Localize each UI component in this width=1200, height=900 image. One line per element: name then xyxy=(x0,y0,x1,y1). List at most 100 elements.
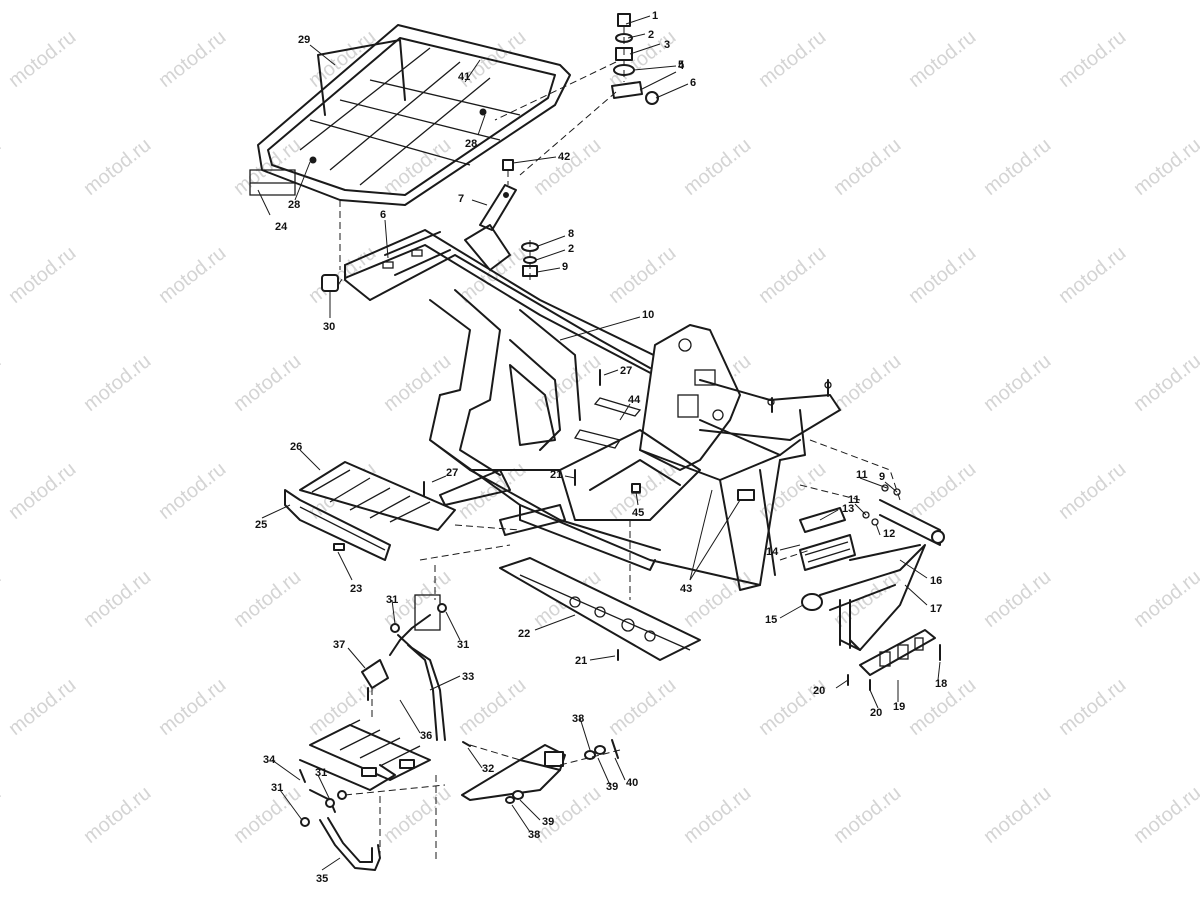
callout-44: 44 xyxy=(628,394,641,406)
watermark-text: motod.ru xyxy=(80,566,156,632)
rear-rack xyxy=(249,24,571,206)
callout-31-upper-left: 31 xyxy=(386,594,398,606)
watermark-text: motod.ru xyxy=(5,674,81,740)
watermark-text: motod.ru xyxy=(1055,458,1131,524)
callout-6: 6 xyxy=(690,77,696,89)
callout-31-upper-right: 31 xyxy=(457,639,469,651)
callout-17: 17 xyxy=(930,603,942,615)
callout-leaders xyxy=(257,44,941,871)
callout-31-mid: 31 xyxy=(315,767,327,779)
watermark-text: motod.ru xyxy=(80,350,156,416)
watermark-text: motod.ru xyxy=(230,134,306,200)
callout-11-lower: 11 xyxy=(848,494,860,506)
callout-6-frame: 6 xyxy=(380,209,386,221)
mount-hardware-stack xyxy=(494,13,689,176)
watermark-text: motod.ru xyxy=(455,674,531,740)
callout-45: 45 xyxy=(632,507,644,519)
callout-42: 42 xyxy=(558,151,570,163)
watermark-text: motod.ru xyxy=(755,674,831,740)
callout-14: 14 xyxy=(766,546,779,558)
watermark-text: motod.ru xyxy=(530,782,606,848)
callout-7: 7 xyxy=(458,193,464,205)
watermark-text: motod.ru xyxy=(1130,566,1200,632)
main-frame xyxy=(321,224,841,591)
watermark-text: motod.ru xyxy=(80,782,156,848)
watermark-text: motod.ru xyxy=(380,350,456,416)
callout-34: 34 xyxy=(263,754,276,766)
alignment-lines xyxy=(339,200,631,600)
callout-28-right: 28 xyxy=(465,138,477,150)
watermark-text: motod.ru xyxy=(680,134,756,200)
watermark-text: motod.ru xyxy=(5,26,81,92)
watermark-text: motod.ru xyxy=(0,350,5,416)
watermark-text: motod.ru xyxy=(0,134,5,200)
rack-bracket-and-fasteners xyxy=(471,156,566,280)
watermark-text: motod.ru xyxy=(830,782,906,848)
callout-31-lower: 31 xyxy=(271,782,283,794)
callout-23: 23 xyxy=(350,583,362,595)
callout-35: 35 xyxy=(316,873,328,885)
callout-16: 16 xyxy=(930,575,942,587)
watermark-text: motod.ru xyxy=(0,782,5,848)
callout-21-lower: 21 xyxy=(575,655,587,667)
center-footpeg xyxy=(461,739,621,804)
watermark-text: motod.ru xyxy=(1130,350,1200,416)
callout-40: 40 xyxy=(626,777,638,789)
watermark-text: motod.ru xyxy=(1055,26,1131,92)
watermark-text: motod.ru xyxy=(530,134,606,200)
watermark-text: motod.ru xyxy=(155,242,231,308)
callout-41: 41 xyxy=(458,71,470,83)
watermark-text: motod.ru xyxy=(230,566,306,632)
watermark-text: motod.ru xyxy=(380,134,456,200)
watermark-text: motod.ru xyxy=(680,782,756,848)
watermark-text: motod.ru xyxy=(5,458,81,524)
watermark-text: motod.ru xyxy=(980,566,1056,632)
callout-43: 43 xyxy=(680,583,692,595)
watermark-text: motod.ru xyxy=(1130,134,1200,200)
watermark-text: motod.ru xyxy=(605,674,681,740)
callout-27-upper: 27 xyxy=(620,365,632,377)
callout-1: 1 xyxy=(652,10,658,22)
callout-30: 30 xyxy=(323,321,335,333)
watermark-text: motod.ru xyxy=(80,134,156,200)
callout-2: 2 xyxy=(648,29,654,41)
callout-20-right: 20 xyxy=(870,707,882,719)
watermark-text: motod.ru xyxy=(530,350,606,416)
callout-2-lower: 2 xyxy=(568,243,574,255)
callout-27-lower: 27 xyxy=(446,467,458,479)
callout-21-upper: 21 xyxy=(550,469,562,481)
callout-38-upper: 38 xyxy=(572,713,584,725)
callout-18: 18 xyxy=(935,678,947,690)
watermark-text: motod.ru xyxy=(155,674,231,740)
watermark-text: motod.ru xyxy=(230,350,306,416)
watermark-text: motod.ru xyxy=(830,134,906,200)
callout-10: 10 xyxy=(642,309,654,321)
watermark-text: motod.ru xyxy=(980,350,1056,416)
watermark-layer: motod.ru motod.ru motod.ru motod.ru motod.ru… xyxy=(0,26,1200,848)
watermark-text: motod.ru xyxy=(755,242,831,308)
watermark-text: motod.ru xyxy=(155,26,231,92)
left-footrest xyxy=(284,461,456,561)
watermark-text: motod.ru xyxy=(830,350,906,416)
watermark-text: motod.ru xyxy=(380,782,456,848)
callout-38-lower: 38 xyxy=(528,829,540,841)
callout-26: 26 xyxy=(290,441,302,453)
watermark-text: motod.ru xyxy=(605,242,681,308)
callout-12: 12 xyxy=(883,528,895,540)
watermark-text: motod.ru xyxy=(155,458,231,524)
callout-25: 25 xyxy=(255,519,267,531)
callout-8: 8 xyxy=(568,228,574,240)
callout-9-right: 9 xyxy=(879,471,885,483)
watermark-text: motod.ru xyxy=(755,26,831,92)
callout-39-right: 39 xyxy=(606,781,618,793)
watermark-text: motod.ru xyxy=(905,458,981,524)
callout-15: 15 xyxy=(765,614,777,626)
watermark-text: motod.ru xyxy=(0,566,5,632)
right-front-bumper-assembly xyxy=(779,439,945,691)
callout-39-lower: 39 xyxy=(542,816,554,828)
callout-9: 9 xyxy=(562,261,568,273)
callout-labels: 1 2 3 4 5 6 7 8 2 9 6 10 29 41 28 28 24 … xyxy=(255,10,947,885)
watermark-text: motod.ru xyxy=(1055,674,1131,740)
left-footpeg-assembly xyxy=(299,544,511,871)
